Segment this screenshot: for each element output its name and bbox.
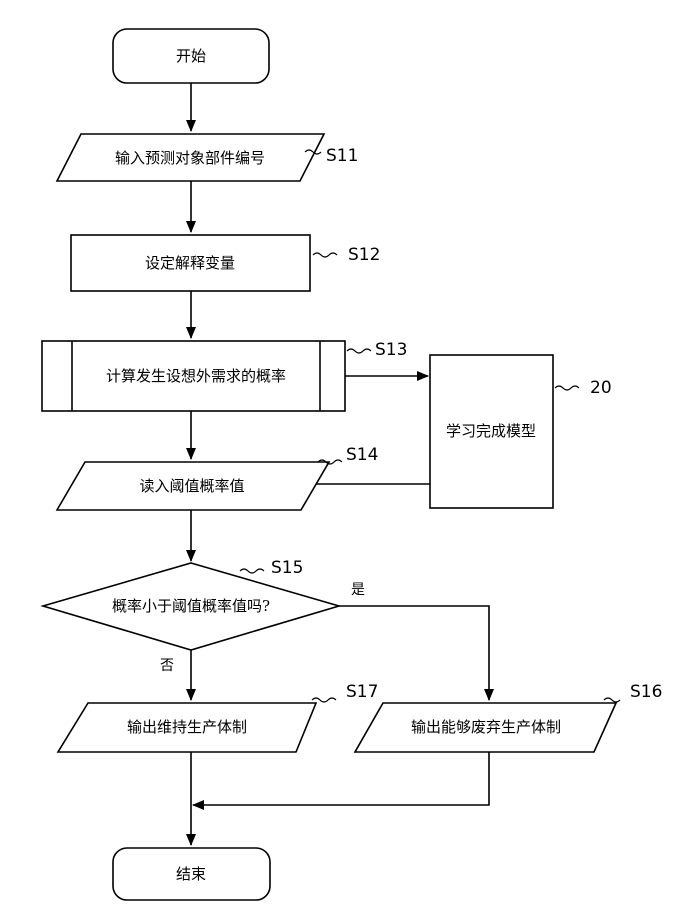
s17-text: 输出维持生产体制 — [127, 718, 247, 736]
s16-text: 输出能够废弃生产体制 — [411, 718, 561, 736]
branch-yes-label: 是 — [351, 582, 365, 598]
s16-output: 输出能够废弃生产体制 — [355, 703, 616, 752]
s13-text: 计算发生设想外需求的概率 — [106, 367, 286, 385]
s14-label: S14 — [346, 445, 378, 465]
s14-text: 读入阈值概率值 — [139, 477, 244, 495]
s11-input: 输入预测对象部件编号 — [57, 134, 324, 181]
s14-input: 读入阈值概率值 — [57, 462, 329, 510]
start-text: 开始 — [176, 47, 206, 65]
end-text: 结束 — [176, 865, 206, 883]
branch-no-label: 否 — [160, 658, 174, 674]
model-label: 20 — [590, 378, 612, 398]
s16-label: S16 — [630, 682, 662, 702]
s17-label: S17 — [346, 682, 378, 702]
start-terminal: 开始 — [113, 29, 269, 83]
s12-text: 设定解释变量 — [145, 254, 235, 272]
s11-label: S11 — [326, 146, 358, 166]
s13-label: S13 — [375, 340, 407, 360]
s12-process: 设定解释变量 — [71, 235, 310, 291]
learned-model-box: 学习完成模型 — [430, 355, 553, 508]
edge-s16-merge — [193, 752, 489, 805]
s15-label: S15 — [271, 558, 303, 578]
s16-leader — [604, 698, 620, 702]
model-text: 学习完成模型 — [446, 422, 536, 440]
s12-leader — [313, 253, 337, 257]
s15-leader — [240, 569, 264, 573]
s13-leader — [347, 349, 371, 353]
end-terminal: 结束 — [113, 848, 270, 900]
s17-leader — [312, 698, 336, 702]
model-leader — [555, 386, 579, 390]
s12-label: S12 — [348, 245, 380, 265]
s15-text: 概率小于阈值概率值吗? — [112, 597, 270, 615]
s13-predefined-process: 计算发生设想外需求的概率 — [42, 341, 345, 411]
s11-text: 输入预测对象部件编号 — [115, 149, 265, 167]
s17-output: 输出维持生产体制 — [58, 703, 316, 752]
